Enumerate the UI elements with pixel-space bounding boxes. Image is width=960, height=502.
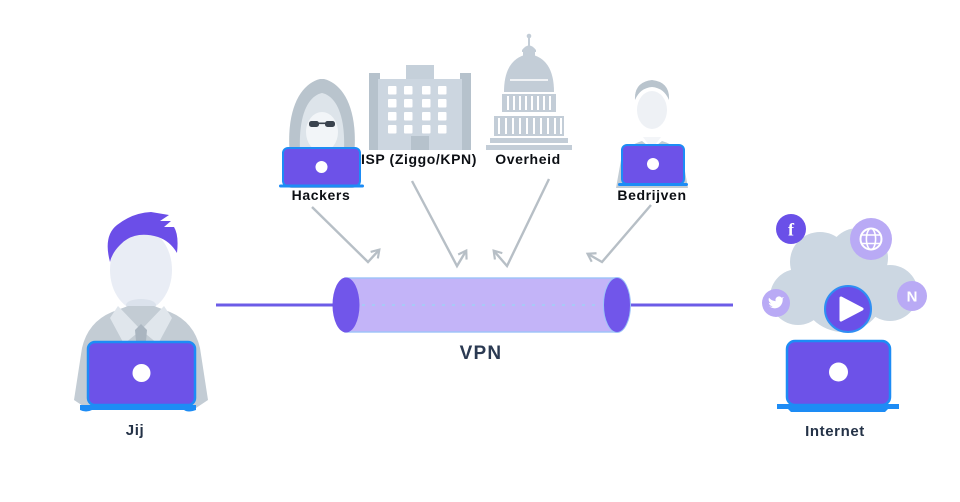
label-companies: Bedrijven — [617, 187, 687, 203]
isp-door — [411, 136, 429, 150]
netflix-icon: N — [897, 281, 927, 311]
facebook-icon: f — [776, 214, 806, 244]
you-collar-left — [110, 306, 141, 344]
label-internet: Internet — [805, 423, 865, 440]
isp-building-icon — [369, 65, 471, 150]
label-government: Overheid — [495, 151, 561, 167]
arrow-companies — [585, 204, 652, 264]
businessman-collar — [643, 137, 661, 149]
figure-you — [74, 212, 208, 412]
svg-text:f: f — [788, 220, 795, 240]
government-capitol-icon — [486, 33, 572, 150]
capitol-columns — [498, 79, 562, 134]
you-collar-right — [141, 306, 172, 344]
businessman-hair — [634, 80, 670, 100]
hacker-glasses-icon — [309, 121, 335, 127]
you-hair — [107, 212, 178, 262]
laptop-businessman — [618, 144, 688, 186]
tunnel-left-cap — [332, 277, 360, 333]
svg-text:N: N — [907, 289, 918, 306]
play-icon — [824, 285, 872, 333]
label-hackers: Hackers — [291, 187, 351, 203]
twitter-icon — [762, 289, 790, 317]
tunnel-body — [344, 277, 618, 333]
label-isp: ISP (Ziggo/KPN) — [360, 151, 478, 167]
you-face — [110, 229, 172, 311]
laptop-hacker — [279, 147, 364, 188]
hacker-face — [306, 112, 338, 152]
laptop-you — [80, 340, 197, 412]
vpn-tunnel — [332, 277, 631, 333]
laptop-logo-dot — [132, 364, 151, 382]
globe-icon — [850, 218, 892, 260]
tunnel-right-cap — [603, 277, 631, 333]
arrow-hackers — [311, 206, 381, 264]
arrow-isp — [410, 180, 468, 269]
label-vpn: VPN — [459, 343, 503, 364]
businessman-face — [637, 91, 667, 129]
isp-windows — [388, 86, 447, 134]
arrow-government — [492, 178, 551, 269]
label-you: Jij — [125, 422, 145, 439]
laptop-internet — [777, 339, 899, 412]
figure-hacker — [279, 79, 364, 188]
laptop-base — [80, 405, 196, 412]
figure-businessman — [616, 80, 688, 188]
